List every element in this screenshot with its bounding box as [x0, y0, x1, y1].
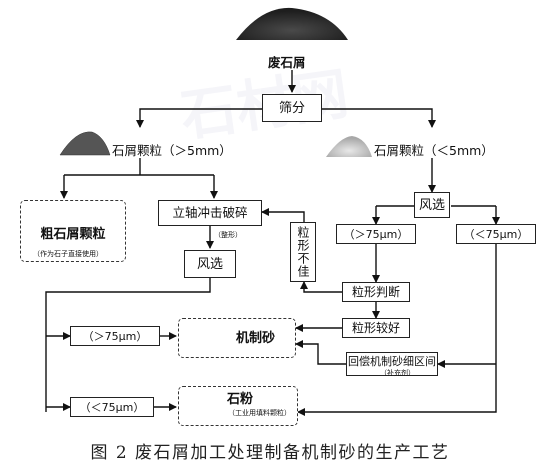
manufactured-sand-box: 机制砂 [178, 318, 296, 358]
fine-particles-label: 石屑颗粒（＜5mm） [374, 143, 494, 158]
coarse-aggregate-note: （作为石子直接使用） [33, 250, 103, 258]
backfill-box: 回偿机制砂细区间 [346, 352, 438, 376]
coarse-aggregate-box: 粗石屑颗粒 [20, 200, 126, 262]
fine-pile-icon [326, 136, 372, 157]
gt75-right-box: （＞75μm） [336, 224, 416, 244]
manufactured-sand-label: 机制砂 [235, 330, 275, 346]
coarse-particles-label: 石屑颗粒（＞5mm） [112, 143, 232, 158]
gt75-left-box: （＞75μm） [70, 326, 160, 346]
stone-powder-note: （工业用填料颗粒） [228, 409, 291, 417]
backfill-label: 回偿机制砂细区间 [348, 355, 436, 368]
air-classify-right-box: 风选 [414, 192, 450, 218]
waste-chips-pile-icon [236, 7, 348, 40]
coarse-pile-icon [59, 131, 111, 156]
air-classify-left-box: 风选 [184, 250, 236, 278]
stone-powder-box: 石粉 [178, 386, 298, 426]
waste-chips-label: 废石屑 [268, 55, 306, 70]
screening-box: 筛分 [262, 94, 322, 122]
shape-judge-box: 粒形判断 [342, 282, 410, 302]
lt75-left-box: （＜75μm） [70, 397, 154, 417]
figure-caption: 图 2 废石屑加工处理制备机制砂的生产工艺 [90, 443, 450, 463]
coarse-aggregate-label: 粗石屑颗粒 [40, 227, 106, 242]
poor-shape-box: 粒形不佳 [290, 222, 316, 282]
backfill-note: （补充剂） [380, 369, 415, 377]
shaping-note: （整形） [214, 231, 242, 239]
good-shape-box: 粒形较好 [342, 318, 410, 338]
vsi-crusher-box: 立轴冲击破碎 [158, 200, 262, 226]
stone-powder-label: 石粉 [227, 392, 254, 407]
lt75-right-box: （＜75μm） [456, 224, 536, 244]
